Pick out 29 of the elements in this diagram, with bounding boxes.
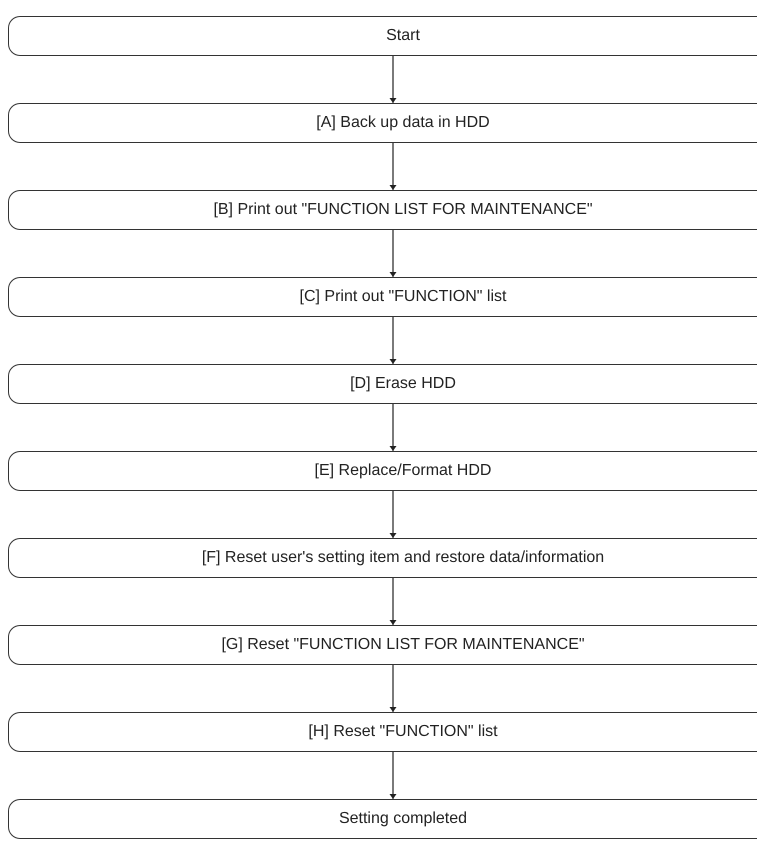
arrow xyxy=(390,665,396,712)
process-box xyxy=(8,364,757,404)
process-box xyxy=(8,16,757,56)
step-label: [D] Erase HDD xyxy=(349,375,456,393)
step-label: [A] Back up data in HDD xyxy=(315,114,490,132)
arrow xyxy=(390,143,396,190)
process-box xyxy=(8,190,757,230)
arrow xyxy=(390,230,396,277)
step-label: Start xyxy=(385,27,420,45)
step-label: [H] Reset "FUNCTION" list xyxy=(307,723,498,741)
arrow xyxy=(390,752,396,799)
arrow xyxy=(390,491,396,538)
process-box xyxy=(8,712,757,752)
arrow xyxy=(390,404,396,451)
process-box xyxy=(8,103,757,143)
arrow xyxy=(390,56,396,103)
process-box xyxy=(8,625,757,665)
step-label: [C] Print out "FUNCTION" list xyxy=(298,288,506,306)
step-label: Setting completed xyxy=(338,810,468,828)
arrow xyxy=(390,317,396,364)
process-box xyxy=(8,538,757,578)
step-label: [G] Reset "FUNCTION LIST FOR MAINTENANCE" xyxy=(220,636,585,654)
step-label: [F] Reset user's setting item and restore data/information xyxy=(200,549,604,567)
step-label: [B] Print out "FUNCTION LIST FOR MAINTENANCE" xyxy=(212,201,593,219)
arrow xyxy=(390,578,396,625)
step-label: [E] Replace/Format HDD xyxy=(314,462,492,480)
process-box xyxy=(8,799,757,839)
process-box xyxy=(8,277,757,317)
process-box xyxy=(8,451,757,491)
